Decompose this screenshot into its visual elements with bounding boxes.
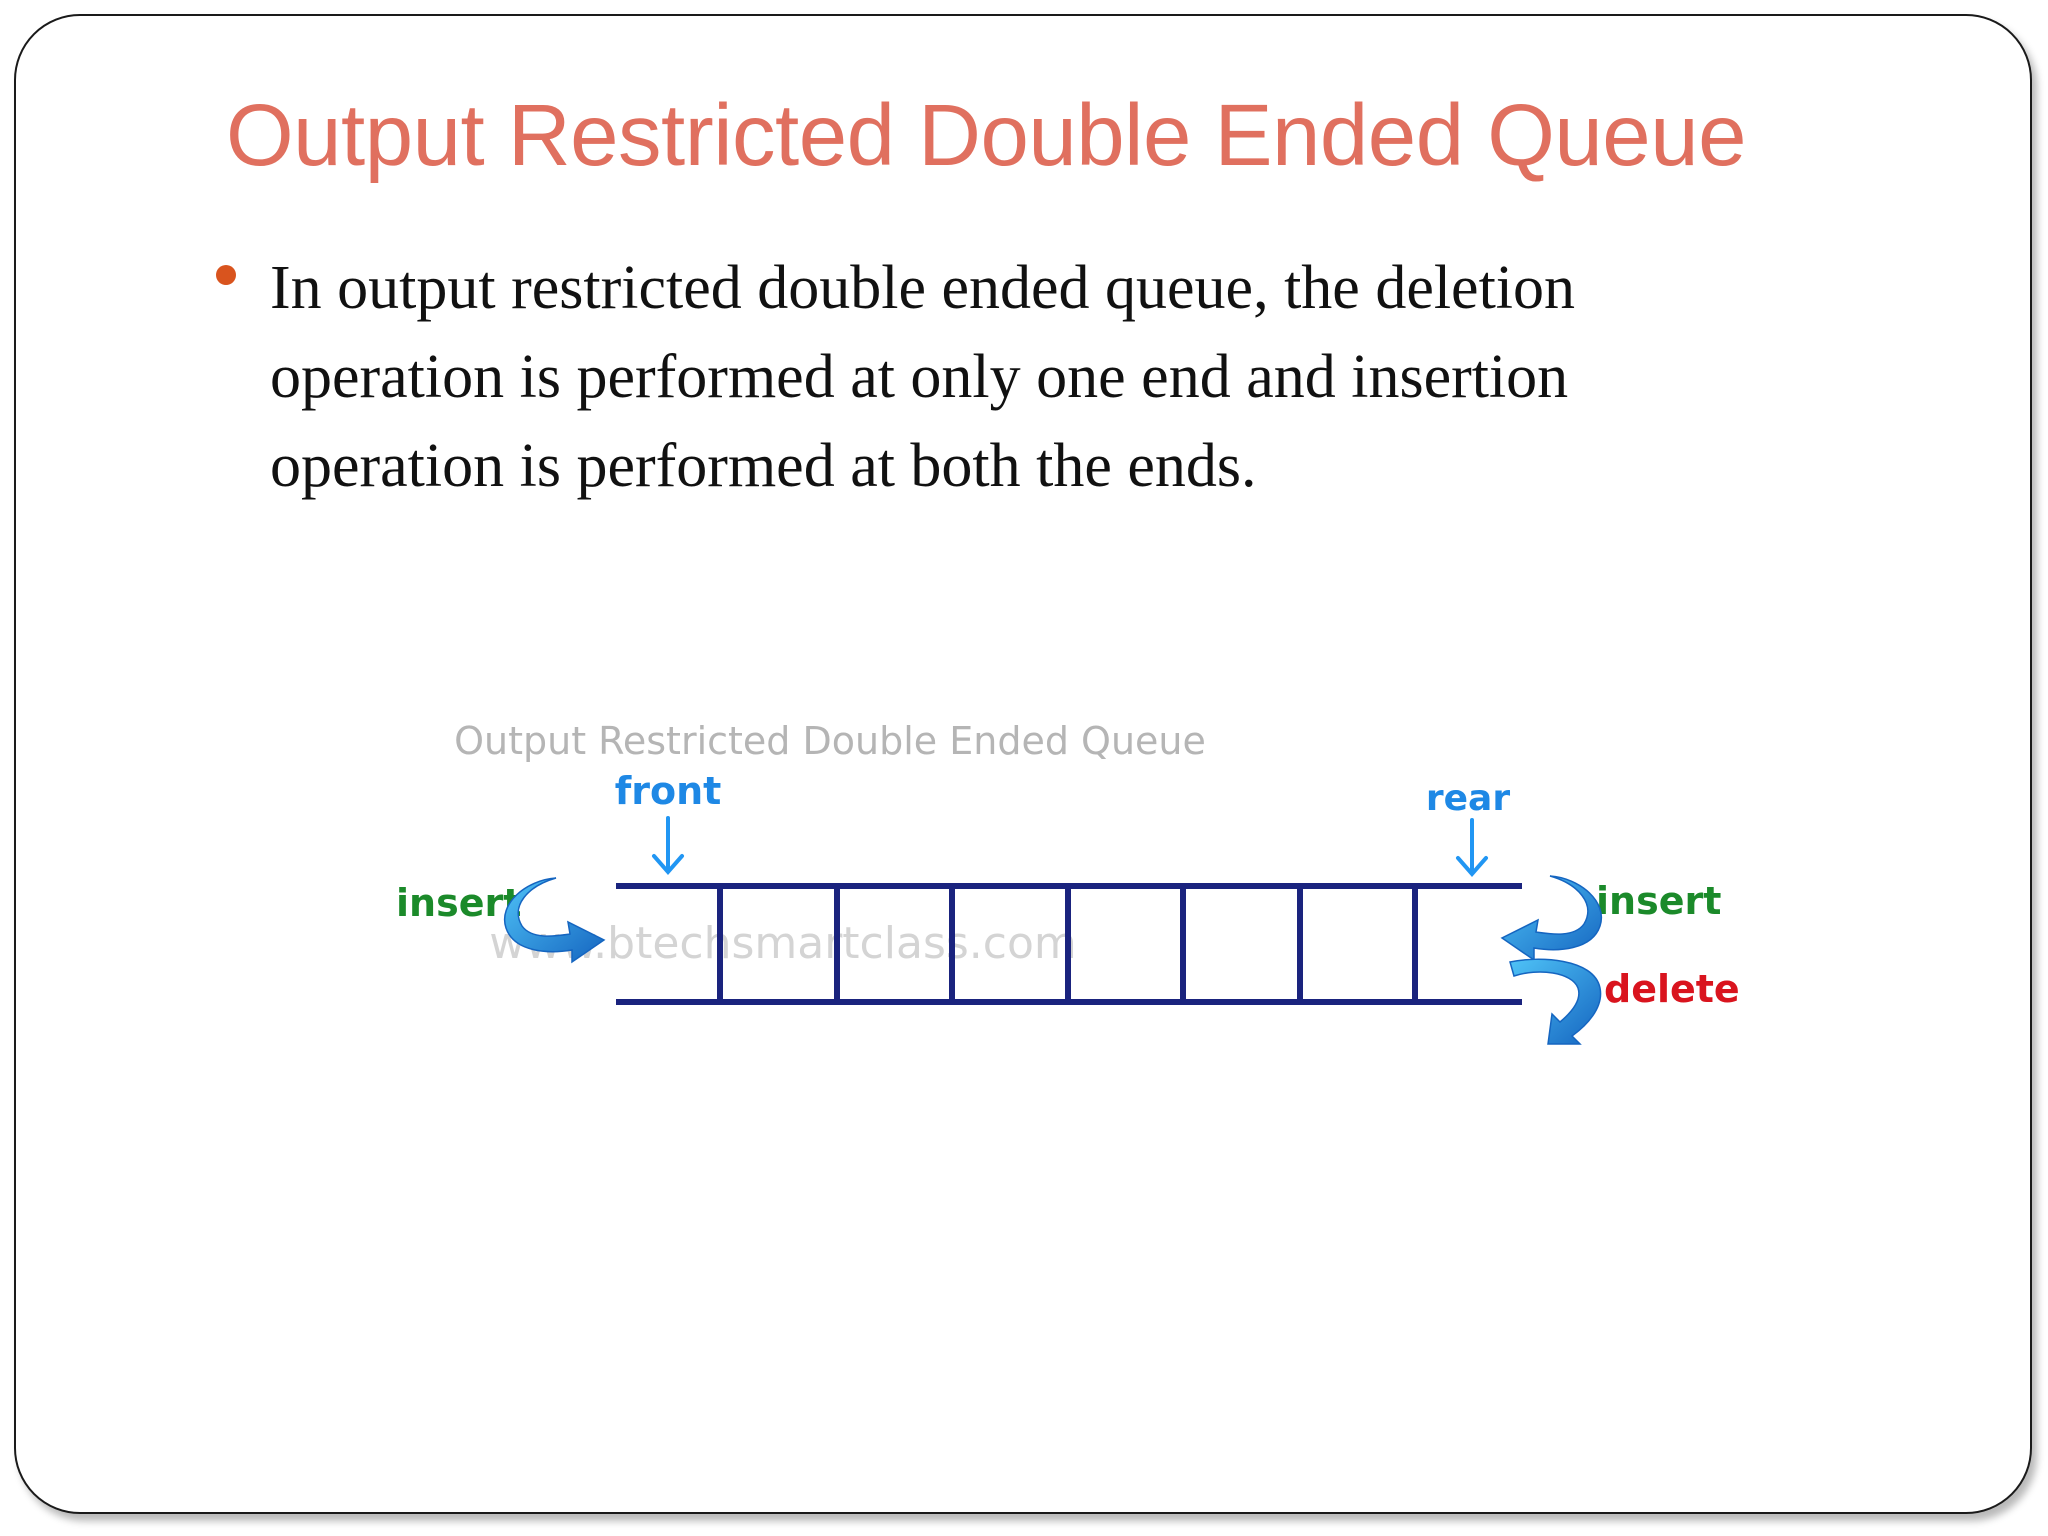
curved-delete-arrow-icon	[1509, 958, 1602, 1045]
queue-diagram-svg: Output Restricted Double Ended Queue www…	[396, 719, 1740, 1045]
bullet-line: operation is performed at only one end a…	[270, 343, 1569, 411]
queue-array	[616, 883, 1522, 1005]
curved-insert-arrow-icon	[1500, 875, 1603, 962]
queue-diagram: Output Restricted Double Ended Queue www…	[360, 700, 1760, 1060]
rear-down-arrow-icon	[1456, 818, 1488, 878]
curved-insert-arrow-icon	[503, 877, 606, 964]
bullet-line: In output restricted double ended queue,…	[270, 254, 1576, 322]
diagram-caption: Output Restricted Double Ended Queue	[454, 719, 1206, 763]
slide-frame	[14, 14, 2032, 1514]
bullet-dot-icon	[216, 265, 236, 285]
bullet-text: In output restricted double ended queue,…	[270, 244, 1830, 511]
front-down-arrow-icon	[652, 816, 684, 876]
left-insert-label: insert	[396, 881, 521, 925]
rear-label: rear	[1426, 778, 1510, 819]
right-delete-label: delete	[1604, 967, 1740, 1011]
front-label: front	[615, 769, 722, 813]
right-insert-label: insert	[1596, 879, 1721, 923]
bullet-line: operation is performed at both the ends.	[270, 432, 1257, 500]
slide-title: Output Restricted Double Ended Queue	[226, 87, 1746, 184]
